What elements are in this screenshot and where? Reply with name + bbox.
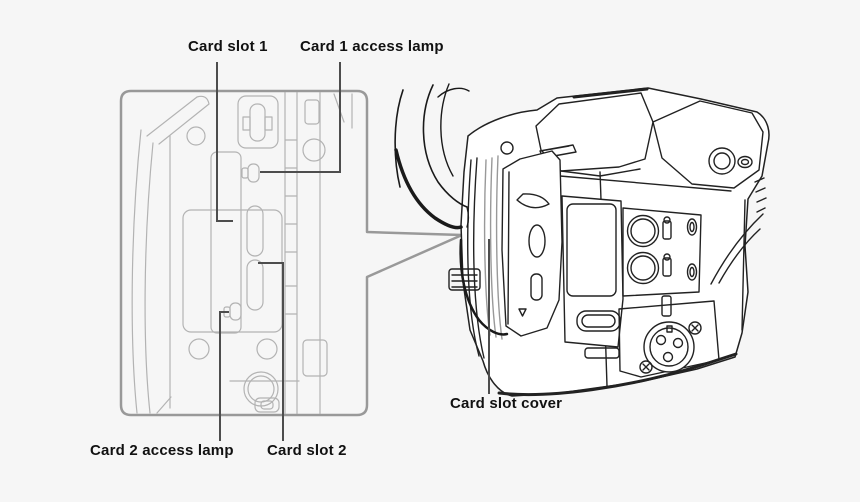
compartment-latch-inner [581,314,616,328]
strap-edge-lines [131,129,171,414]
card-1-access-lamp-icon [241,163,260,183]
cover-inner-edge [507,171,527,325]
grip-diagonals [146,95,210,145]
leader-card-slot-2 [258,262,284,441]
card-2-access-lamp-label: Card 2 access lamp [90,442,234,459]
latch-tab-right [264,116,273,131]
card-compartment-inner [566,203,617,297]
compartment-latch [576,310,621,332]
rail-bracket [302,339,328,377]
leader-card-2-access-lamp [219,311,229,441]
control-plate [622,207,702,297]
compartment-foot [584,347,620,359]
leader-lines [216,62,490,441]
base-latch [254,397,280,413]
base-lines [156,380,300,414]
grip-hatch-marks [754,177,767,213]
screw-hole [188,338,210,360]
top-handle-edge [572,87,649,99]
cover-finger-recess [516,193,550,209]
leader-card-slot-1 [216,62,233,222]
camcorder-rear-left-drawing [394,83,770,397]
cover-oval-cutout [528,224,546,258]
hand-strap [394,83,509,336]
shoulder-strap-curve [710,213,764,285]
card-1-access-lamp-label: Card 1 access lamp [300,38,444,55]
slot-guide-panel [210,151,242,334]
viewfinder-mount [652,100,764,189]
audio-level-knob-icon [626,214,660,285]
card-slot-1-label: Card slot 1 [188,38,268,55]
latch-tab-left [242,116,251,131]
card-slot-2-label: Card slot 2 [267,442,347,459]
cover-slot-cutout [530,273,543,301]
body-screw [500,141,514,155]
screw-hole [186,126,206,146]
screw-hole [256,338,278,360]
viewfinder-button-inner [740,158,750,166]
viewfinder-button [737,155,753,169]
body-bottom-edge [497,352,738,397]
hinge-corner-rect [304,99,320,125]
body-left-edge-lines [467,157,485,359]
eyepiece-dial-inner [713,152,731,170]
card-slot-cover-open [501,150,563,337]
leader-card-1-access-lamp [260,62,341,173]
audio-input-switches [661,216,672,317]
rail-strips [284,92,321,414]
card-slot-cover-label: Card slot cover [450,395,563,412]
latch-outline [237,95,279,149]
card-slot-1-opening [246,205,264,257]
eyepiece-dial [708,147,736,175]
panel-screw-ovals [686,218,698,281]
screw-hole [302,138,326,162]
xlr-connector-icon [618,300,720,378]
base-latch-inner [260,400,274,410]
callout-box [119,89,464,417]
card-slot-2-opening [246,259,264,311]
